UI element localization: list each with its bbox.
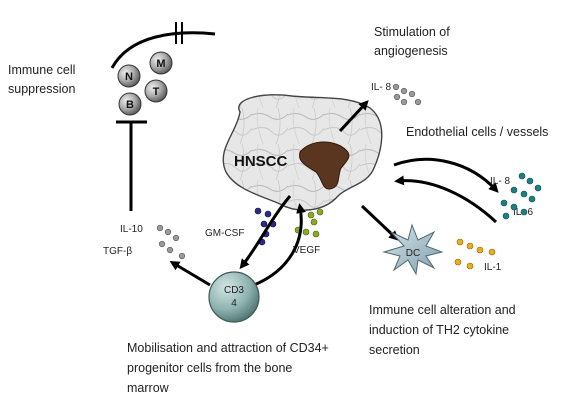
caption-angiogenesis-2: angiogenesis [374, 44, 448, 58]
il8-top-dots [392, 83, 422, 106]
label-il8-top: IL- 8 [371, 82, 391, 93]
caption-mobilisation-3: marrow [127, 381, 170, 395]
label-il8-right: IL- 8 [490, 176, 510, 187]
arrow-tumor-to-endothelial [393, 157, 499, 193]
immune-cell-m: M [149, 51, 173, 75]
caption-immune-alteration-1: Immune cell alteration and [369, 303, 516, 317]
il8-il6-dots [500, 172, 542, 220]
cluster-arc [110, 31, 216, 69]
cd34-label-line2: 4 [231, 298, 237, 309]
immune-cell-n-label: N [125, 71, 133, 83]
angiogenesis-arrow [338, 100, 369, 133]
arrow-cd34-to-tumor [253, 203, 306, 287]
arrow-cd34-to-il10 [169, 260, 211, 287]
caption-immune-alteration-2: induction of TH2 cytokine [369, 323, 509, 337]
caption-immune-suppression-1: Immune cell [8, 63, 75, 77]
immune-cell-t: T [144, 79, 168, 103]
dendritic-cell: DC [382, 223, 444, 276]
arrow-endothelial-to-tumor [394, 175, 498, 224]
il1-dots [454, 238, 496, 270]
cd34-label-line1: CD3 [224, 285, 244, 296]
immune-cell-n: N [117, 64, 141, 88]
arrow-tumor-to-cd34 [239, 195, 292, 270]
immune-cell-m-label: M [156, 58, 165, 70]
label-il1: IL-1 [484, 262, 502, 273]
caption-mobilisation-2: progenitor cells from the bone [127, 361, 292, 375]
il10-tgf-dots [156, 224, 186, 260]
immune-cell-b-label: B [126, 99, 134, 111]
label-gm-csf: GM-CSF [205, 228, 244, 239]
gm-csf-dots [254, 207, 277, 246]
label-vegf: VEGF [293, 245, 320, 256]
label-il10: IL-10 [120, 224, 143, 235]
caption-immune-alteration-3: secretion [369, 343, 420, 357]
caption-mobilisation-1: Mobilisation and attraction of CD34+ [127, 341, 329, 355]
tumor-core [298, 141, 350, 190]
immune-cell-t-label: T [153, 86, 160, 98]
arrow-to-dendritic-cell [360, 204, 399, 241]
caption-endothelial: Endothelial cells / vessels [406, 125, 548, 139]
dendritic-cell-label: DC [406, 248, 420, 259]
tumor-label: HNSCC [234, 153, 288, 170]
cd34-progenitor-cell: CD3 4 [208, 271, 260, 323]
immune-cell-b: B [118, 92, 142, 116]
caption-angiogenesis-1: Stimulation of [374, 25, 450, 39]
label-tgf-beta: TGF-β [103, 246, 132, 257]
vegf-dots [294, 208, 324, 238]
caption-immune-suppression-2: suppression [8, 82, 75, 96]
